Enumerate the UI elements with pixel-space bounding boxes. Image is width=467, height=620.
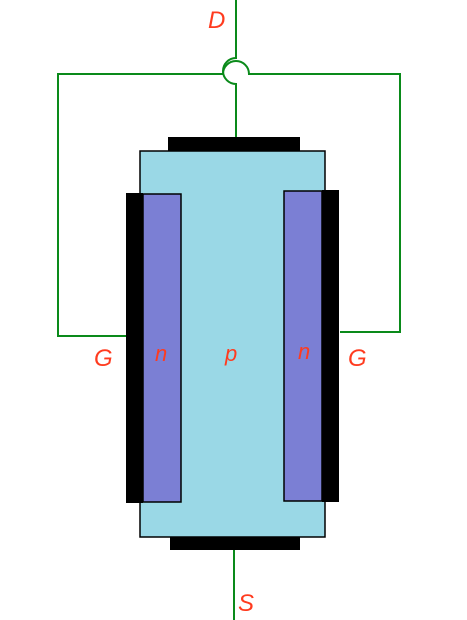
drain-label: D bbox=[208, 7, 225, 34]
gate-wire-right bbox=[235, 60, 401, 333]
drain-contact bbox=[168, 137, 300, 153]
source-contact bbox=[170, 536, 300, 550]
p-channel-label: p bbox=[224, 341, 237, 366]
gate-left-label: G bbox=[94, 345, 113, 372]
n-right-label: n bbox=[298, 339, 310, 364]
gate-contact-right bbox=[322, 190, 339, 502]
n-left-label: n bbox=[155, 341, 167, 366]
source-label: S bbox=[238, 590, 254, 617]
gate-contact-left bbox=[126, 193, 143, 503]
n-region-right bbox=[283, 190, 323, 502]
gate-right-label: G bbox=[348, 345, 367, 372]
n-region-left bbox=[142, 193, 182, 503]
gate-wire-left bbox=[57, 60, 237, 337]
